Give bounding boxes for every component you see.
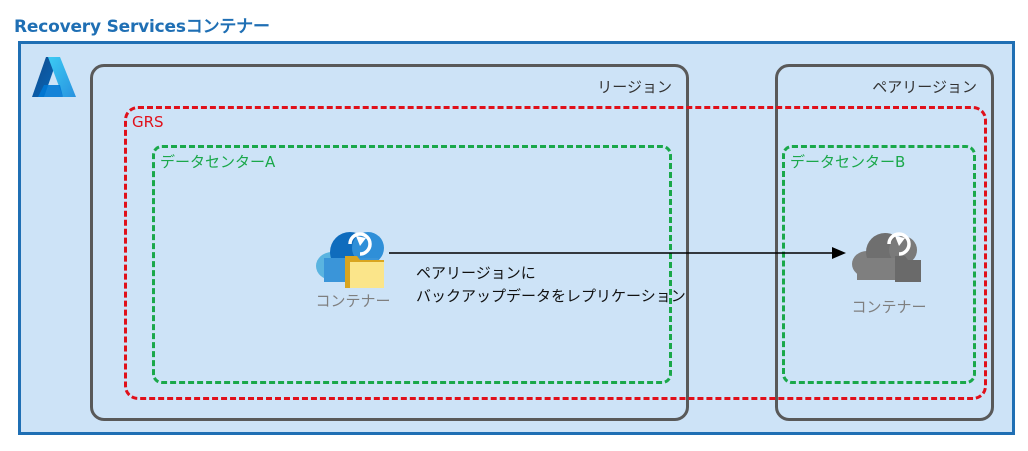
replication-line-2: バックアップデータをレプリケーション xyxy=(416,287,686,305)
datacenter-b-label: データセンターB xyxy=(790,153,906,171)
region-pair-box: ペアリージョン xyxy=(775,64,994,421)
replication-line-1: ペアリージョンに xyxy=(416,264,536,282)
recovery-vault-icon-grey xyxy=(852,232,921,282)
datacenter-a-label: データセンターA xyxy=(160,153,276,171)
region-primary-label: リージョン xyxy=(597,78,672,96)
region-pair-label: ペアリージョン xyxy=(872,78,977,96)
grs-box xyxy=(124,106,987,400)
datacenter-b-box xyxy=(782,145,976,384)
grs-label: GRS xyxy=(132,113,164,131)
datacenter-a-box xyxy=(152,145,672,384)
region-primary-box: リージョン xyxy=(90,64,689,421)
replication-description: ペアリージョンに バックアップデータをレプリケーション xyxy=(416,262,686,308)
container-a-label: コンテナー xyxy=(315,292,391,310)
diagram-title: Recovery Servicesコンテナー xyxy=(14,17,270,37)
recovery-vault-icon xyxy=(316,232,384,288)
container-b-label: コンテナー xyxy=(851,298,927,316)
azure-logo-icon xyxy=(32,57,76,97)
